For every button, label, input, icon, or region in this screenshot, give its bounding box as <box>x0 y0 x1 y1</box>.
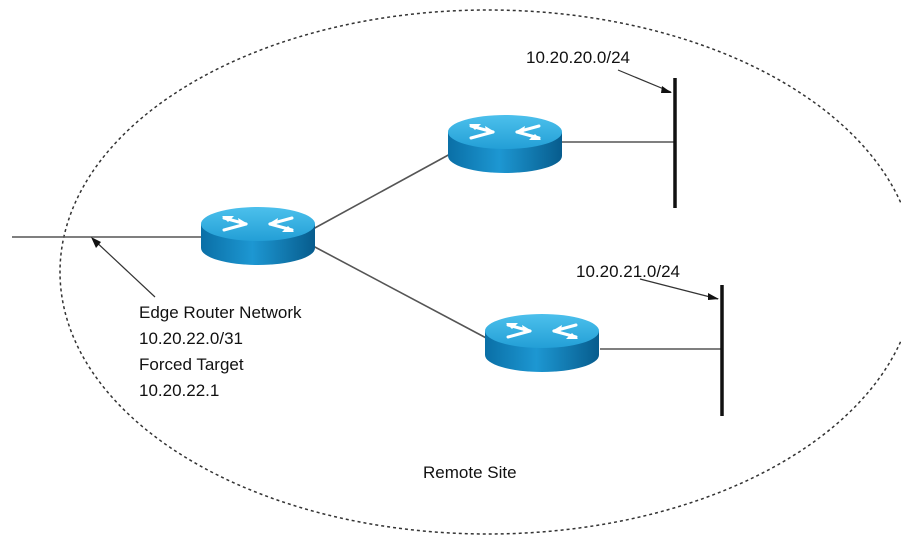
subnet-bottom-label: 10.20.21.0/24 <box>576 262 680 281</box>
router-icon <box>483 312 601 374</box>
router-icon <box>446 113 564 175</box>
subnet-top-label: 10.20.20.0/24 <box>526 48 630 67</box>
arrowhead-edge-network <box>91 237 101 248</box>
link-edge-to-bottom <box>312 245 491 341</box>
remote-site-boundary <box>59 9 901 535</box>
router-bottom[interactable] <box>483 312 601 374</box>
pointer-subnet-bottom <box>639 278 719 300</box>
link-edge-to-top <box>312 152 453 230</box>
edge-network-label: Edge Router Network <box>139 303 302 322</box>
edge-network-address: 10.20.22.0/31 <box>139 329 243 348</box>
arrowhead-subnet-top <box>661 86 672 93</box>
forced-target-label: Forced Target <box>139 355 244 374</box>
arrowhead-subnet-bottom <box>708 293 719 300</box>
remote-site-label: Remote Site <box>423 463 517 482</box>
router-top[interactable] <box>446 113 564 175</box>
router-icon <box>199 205 317 267</box>
forced-target-address: 10.20.22.1 <box>139 381 219 400</box>
edge-router[interactable] <box>199 205 317 267</box>
pointer-edge-network <box>92 238 156 298</box>
